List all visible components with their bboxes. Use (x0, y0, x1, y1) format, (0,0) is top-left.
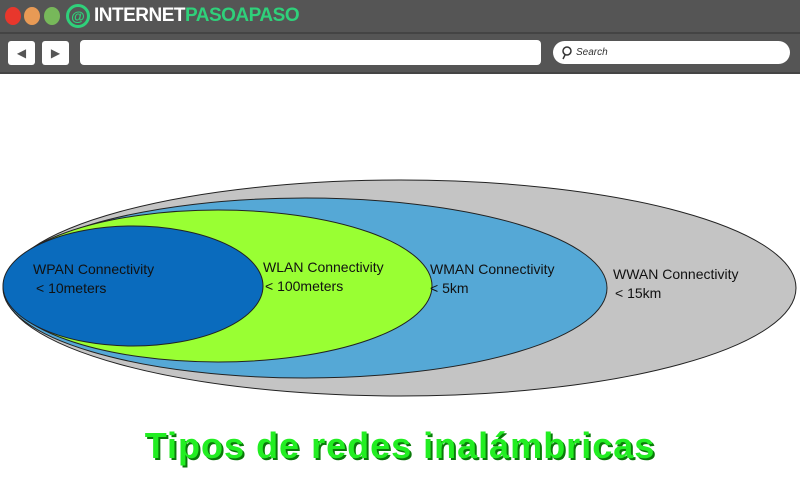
wpan-ellipse (2, 225, 264, 347)
browser-chrome: @ INTERNETPASOAPASO ◀ ▶ Search (0, 0, 800, 74)
minimize-window-button[interactable] (24, 7, 40, 25)
wlan-label: WLAN Connectivity< 100meters (263, 259, 384, 294)
search-placeholder: Search (576, 47, 608, 58)
wireless-network-diagram (2, 179, 797, 397)
forward-icon: ▶ (50, 46, 61, 60)
wman-label: WMAN Connectivity< 5km (430, 261, 555, 296)
close-window-button[interactable] (5, 7, 21, 25)
wpan-label: WPAN Connectivity< 10meters (33, 261, 155, 296)
search-icon (562, 45, 572, 59)
back-icon: ◀ (16, 46, 27, 60)
site-logo: @ INTERNETPASOAPASO (66, 4, 300, 28)
logo-icon: @ (66, 4, 90, 28)
forward-button[interactable]: ▶ (42, 41, 69, 65)
caption-title: Tipos de redes inalámbricas (144, 425, 656, 466)
logo-text-white: INTERNET (94, 5, 186, 26)
maximize-window-button[interactable] (44, 7, 60, 25)
search-input[interactable]: Search (553, 41, 790, 64)
url-input[interactable] (80, 40, 541, 65)
toolbar-divider (0, 32, 800, 34)
back-button[interactable]: ◀ (8, 41, 35, 65)
logo-text-green: PASOAPASO (185, 5, 300, 26)
wwan-label: WWAN Connectivity< 15km (613, 266, 739, 301)
